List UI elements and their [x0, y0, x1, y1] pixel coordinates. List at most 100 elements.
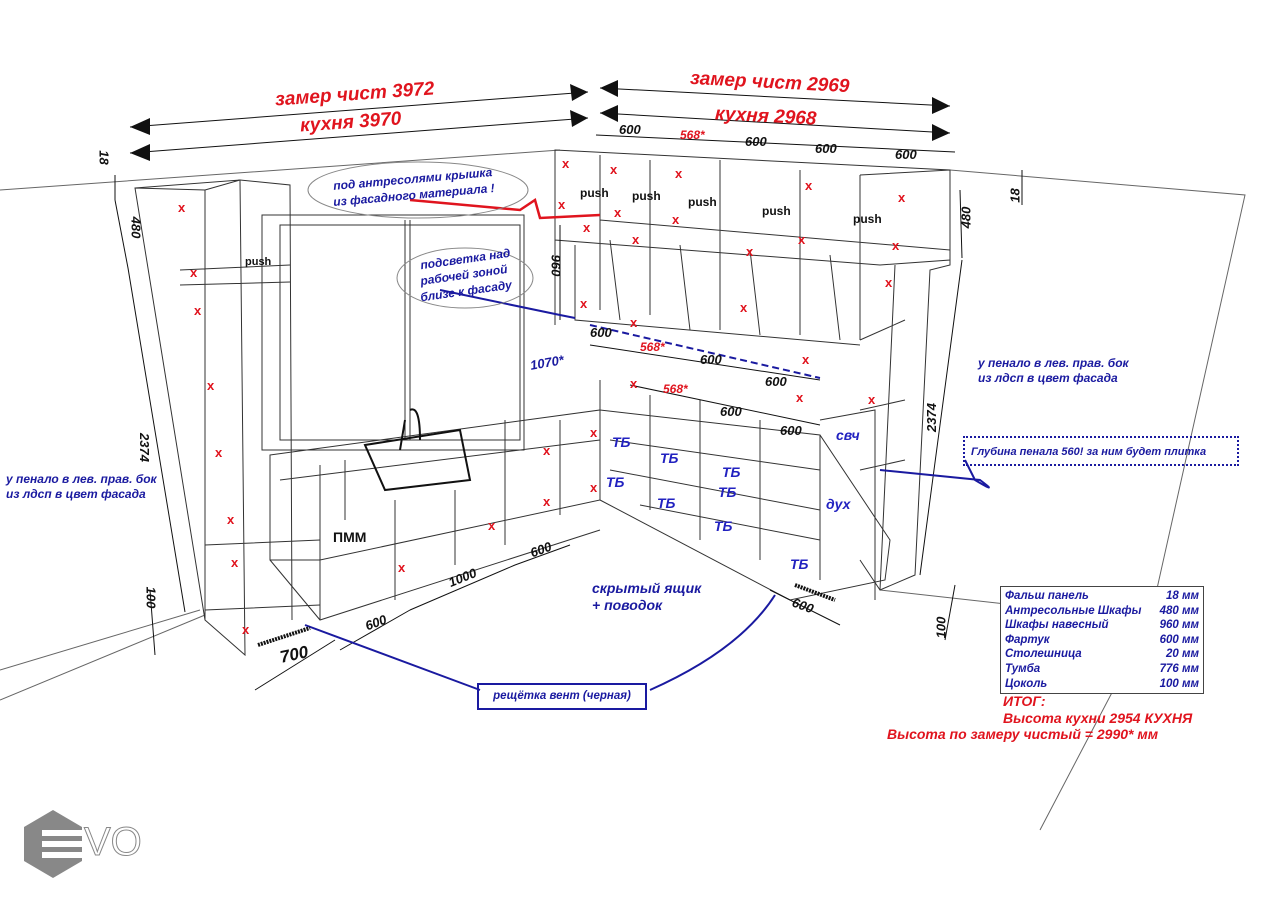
legend-label: Антресольные Шкафы [1005, 604, 1142, 617]
right-18-dim: 18 [1007, 188, 1023, 203]
x-marker: x [610, 162, 618, 177]
vent-grille-left [257, 626, 311, 647]
vent-grille-right [794, 583, 836, 602]
window-frame [261, 214, 525, 451]
measured-height-total: Высота по замеру чистый = 2990* мм [887, 726, 1159, 742]
light-leader [439, 289, 576, 319]
push-label: push [580, 186, 609, 200]
left-100-dim: 100 [143, 586, 159, 609]
x-marker: x [227, 512, 235, 527]
x-marker: x [231, 555, 239, 570]
left-2374-dim: 2374 [136, 433, 152, 462]
depth-note-box: Глубина пенала 560! за ним будет плитка [963, 436, 1239, 466]
base-width-2: 600 [720, 404, 742, 419]
push-label: push [632, 189, 661, 203]
tb-label: ТБ [660, 450, 679, 466]
apron-width-3: 600 [700, 352, 722, 367]
legend-label: Фартук [1005, 633, 1050, 646]
x-marker: x [583, 220, 591, 235]
depth-note: Глубина пенала 560! за ним будет плитка [971, 446, 1207, 458]
x-marker: x [558, 197, 566, 212]
dimension-arrows [130, 80, 950, 161]
logo-text: VO [84, 820, 143, 865]
x-marker: x [178, 200, 186, 215]
legend-label: Тумба [1005, 662, 1041, 675]
x-marker: x [543, 494, 551, 509]
x-marker: x [885, 275, 893, 290]
x-marker: x [562, 156, 570, 171]
legend-label: Столешница [1005, 648, 1082, 661]
legend-value: 600 мм [1159, 633, 1199, 646]
legend-row: Антресольные Шкафы 480 мм [1005, 604, 1199, 619]
x-marker: x [796, 390, 804, 405]
vent-note-box: рещётка вент (черная) [477, 683, 647, 710]
right-480-dim: 480 [958, 206, 974, 229]
x-marker: x [798, 232, 806, 247]
x-marker: x [805, 178, 813, 193]
x-marker: x [398, 560, 406, 575]
upper-cabinets [554, 149, 951, 346]
x-marker: x [630, 376, 638, 391]
x-marker: x [488, 518, 496, 533]
push-label: push [853, 212, 882, 226]
apron-width-1: 600 [590, 325, 612, 340]
legend-row: Тумба 776 мм [1005, 662, 1199, 677]
pencil-left-note-1: у пенало в лев. прав. бок [6, 472, 157, 486]
x-marker: x [590, 425, 598, 440]
mezzanine-note-ellipse [307, 161, 529, 219]
evo-logo-mark [24, 810, 82, 878]
upper-width-5: 600 [895, 147, 917, 162]
x-marker: x [194, 303, 202, 318]
upper-width-4: 600 [815, 141, 837, 156]
vent-leader [304, 594, 776, 691]
x-marker: x [675, 166, 683, 181]
mezzanine-leader [409, 198, 601, 220]
kitchen-height-total: Высота кухни 2954 КУХНЯ [1003, 710, 1193, 726]
tb-label: ТБ [606, 474, 625, 490]
tb-label: ТБ [657, 495, 676, 511]
hidden-drawer-note-2: + поводок [592, 597, 663, 613]
x-marker: x [898, 190, 906, 205]
x-marker: x [740, 300, 748, 315]
microwave-label: свч [836, 427, 860, 443]
tb-label: ТБ [718, 484, 737, 500]
push-label: push [762, 204, 791, 218]
legend-value: 100 мм [1159, 677, 1199, 690]
x-marker: x [892, 238, 900, 253]
sink [363, 408, 472, 492]
legend-value: 960 мм [1159, 619, 1199, 632]
pencil-right-note-1: у пенало в лев. прав. бок [978, 356, 1129, 370]
left-tall-cabinet [134, 179, 321, 657]
legend-value: 480 мм [1159, 604, 1199, 617]
x-marker: x [215, 445, 223, 460]
x-marker: x [543, 443, 551, 458]
legend-row: Фартук 600 мм [1005, 633, 1199, 648]
upper-width-3: 600 [745, 134, 767, 149]
base-width-1: 568* [663, 382, 688, 396]
left-18-dim: 18 [96, 150, 112, 165]
upper-width-1: 600 [619, 122, 641, 137]
light-note-ellipse [396, 247, 534, 309]
x-marker: x [207, 378, 215, 393]
x-marker: x [190, 265, 198, 280]
evo-logo: VO [20, 810, 160, 885]
oven-label: дух [826, 496, 851, 512]
depth-leader [879, 459, 990, 489]
pencil-left-note-2: из лдсп в цвет фасада [6, 487, 146, 501]
x-marker: x [672, 212, 680, 227]
x-marker: x [242, 622, 250, 637]
x-marker: x [630, 315, 638, 330]
upper-960-dim: 960 [548, 254, 564, 277]
x-marker: x [614, 205, 622, 220]
tb-label: ТБ [714, 518, 733, 534]
left-480-dim: 480 [128, 216, 144, 239]
hidden-drawer-note-1: скрытый ящик [592, 580, 702, 596]
legend-value: 776 мм [1159, 662, 1199, 675]
legend-label: Шкафы навесный [1005, 619, 1109, 632]
